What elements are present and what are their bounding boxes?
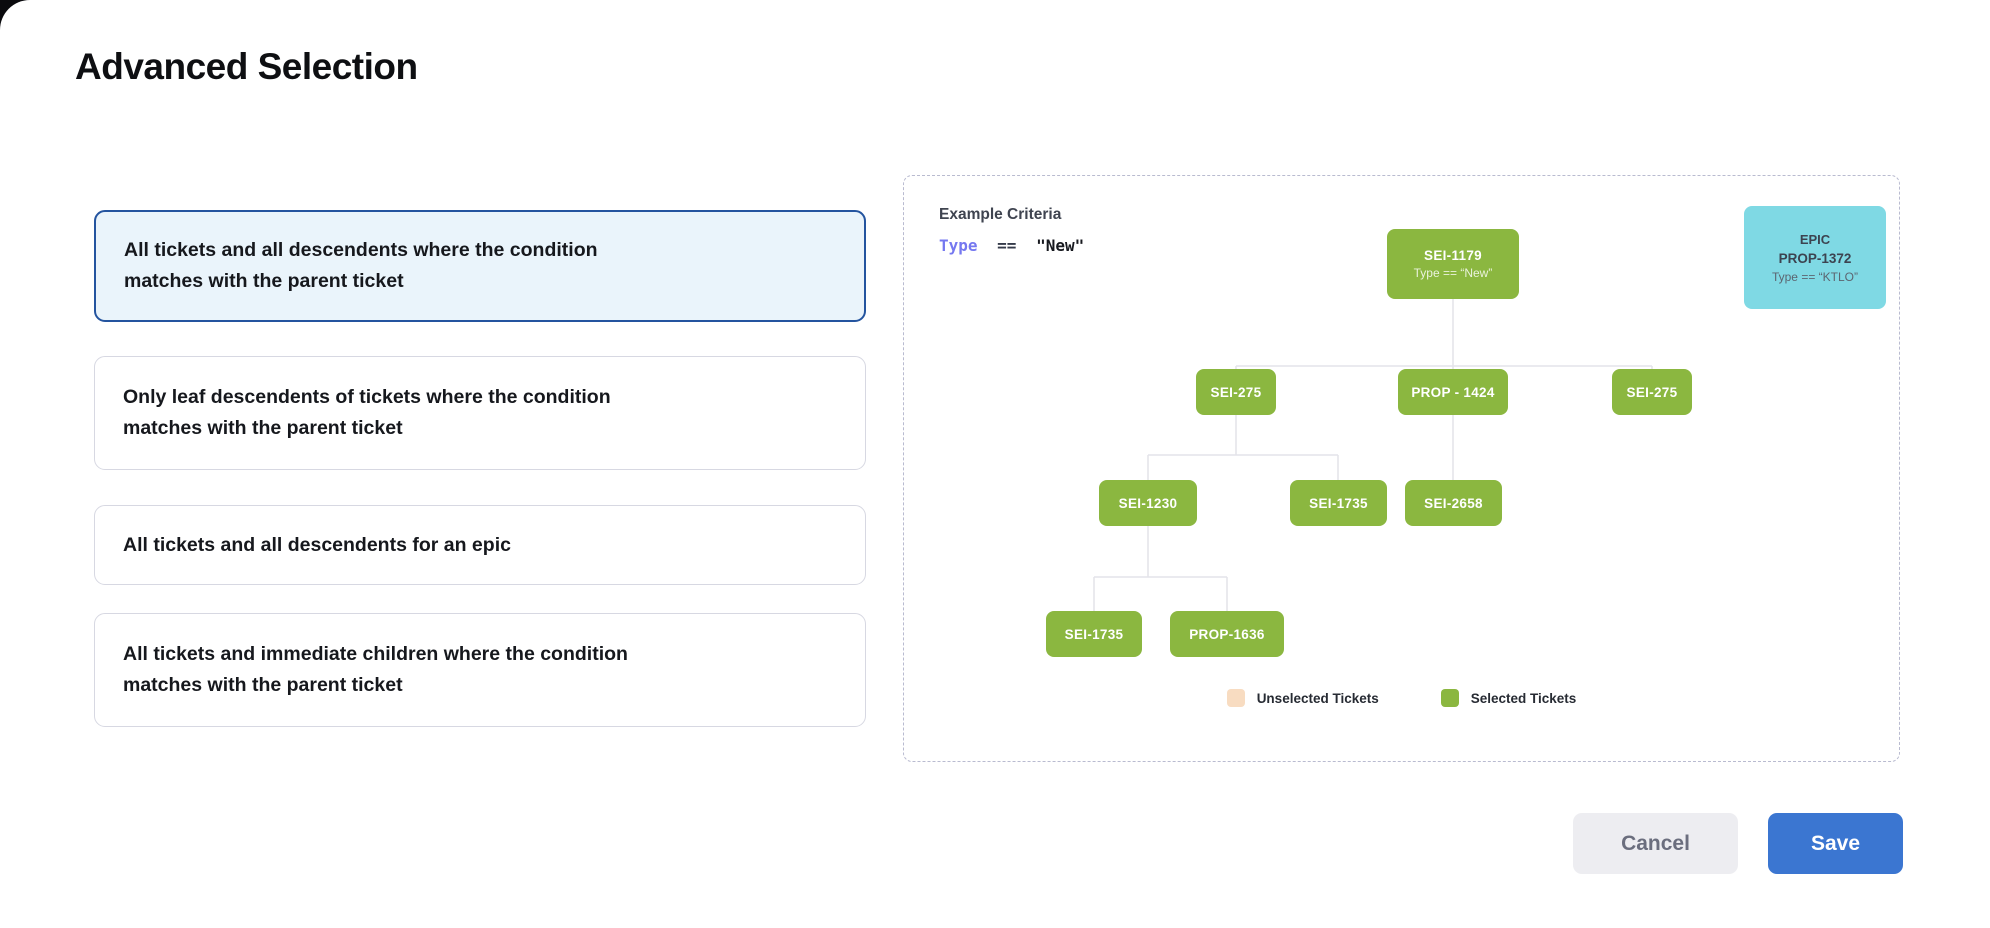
- node-id: SEI-1179: [1424, 248, 1482, 263]
- example-preview-panel: Example Criteria Type == "New" SEI-1179 …: [903, 175, 1900, 762]
- option-label: All tickets and all descendents where th…: [124, 239, 598, 292]
- epic-condition: Type == “KTLO”: [1771, 269, 1859, 284]
- criteria-value: "New": [1036, 236, 1085, 255]
- tree-node: SEI-1230: [1099, 480, 1197, 526]
- legend: Unselected Tickets Selected Tickets: [904, 689, 1899, 707]
- node-id: PROP-1636: [1189, 626, 1265, 642]
- tree-node: SEI-2658: [1405, 480, 1502, 526]
- tree-node-root: SEI-1179 Type == “New”: [1387, 229, 1519, 299]
- criteria-field: Type: [939, 236, 978, 255]
- tree-node: SEI-1735: [1290, 480, 1387, 526]
- node-id: SEI-1735: [1064, 626, 1124, 642]
- option-all-descendents-condition[interactable]: All tickets and all descendents where th…: [94, 210, 866, 322]
- tree-node: PROP-1636: [1170, 611, 1284, 657]
- example-criteria-expression: Type == "New": [939, 236, 1084, 255]
- tree-node: SEI-275: [1196, 369, 1276, 415]
- node-id: SEI-275: [1210, 384, 1262, 400]
- epic-id: PROP-1372: [1778, 250, 1852, 266]
- option-label: Only leaf descendents of tickets where t…: [123, 386, 611, 439]
- node-id: SEI-1735: [1309, 495, 1368, 511]
- page-title: Advanced Selection: [75, 46, 418, 87]
- legend-item-selected: Selected Tickets: [1440, 689, 1577, 707]
- option-all-descendents-epic[interactable]: All tickets and all descendents for an e…: [94, 505, 866, 585]
- option-label: All tickets and immediate children where…: [123, 643, 628, 696]
- unselected-tickets-swatch: [1226, 689, 1245, 707]
- legend-item-unselected: Unselected Tickets: [1226, 689, 1379, 707]
- option-label: All tickets and all descendents for an e…: [123, 533, 511, 556]
- node-id: PROP - 1424: [1411, 384, 1495, 400]
- criteria-operator: ==: [997, 236, 1017, 255]
- node-condition: Type == “New”: [1413, 266, 1493, 280]
- node-id: SEI-2658: [1424, 495, 1483, 511]
- option-immediate-children-condition[interactable]: All tickets and immediate children where…: [94, 613, 866, 727]
- node-id: SEI-275: [1626, 384, 1678, 400]
- legend-label: Selected Tickets: [1470, 690, 1577, 706]
- tree-node: PROP - 1424: [1398, 369, 1508, 415]
- node-id: SEI-1230: [1118, 495, 1178, 511]
- cancel-button[interactable]: Cancel: [1573, 813, 1738, 874]
- example-criteria-heading: Example Criteria: [939, 206, 1062, 223]
- epic-card: EPIC PROP-1372 Type == “KTLO”: [1744, 206, 1886, 309]
- tree-node: SEI-1735: [1046, 611, 1142, 657]
- epic-label: EPIC: [1799, 231, 1831, 247]
- tree-node: SEI-275: [1612, 369, 1692, 415]
- option-leaf-descendents-condition[interactable]: Only leaf descendents of tickets where t…: [94, 356, 866, 470]
- legend-label: Unselected Tickets: [1256, 690, 1379, 706]
- selected-tickets-swatch: [1440, 689, 1459, 707]
- save-button[interactable]: Save: [1768, 813, 1903, 874]
